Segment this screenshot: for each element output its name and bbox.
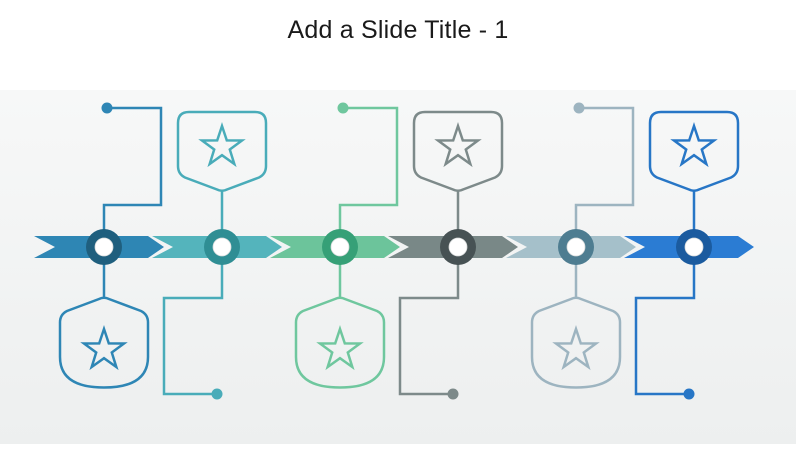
- elbow-connector-down: [634, 190, 696, 396]
- timeline-item-6: [624, 110, 754, 400]
- star-icon: [670, 122, 718, 168]
- milestone-center: [448, 237, 468, 257]
- connector-end-dot: [683, 388, 695, 400]
- page-title: Add a Slide Title - 1: [287, 16, 509, 44]
- elbow-connector-up: [574, 106, 635, 298]
- timeline-item-5: [506, 102, 636, 389]
- milestone-center: [212, 237, 232, 257]
- connector-end-dot: [211, 388, 223, 400]
- star-icon: [316, 325, 364, 371]
- connector-end-dot: [573, 102, 585, 114]
- elbow-connector-up: [102, 106, 163, 298]
- star-icon: [80, 325, 128, 371]
- timeline-item-3: [270, 102, 400, 389]
- timeline-item-2: [152, 110, 282, 400]
- timeline-item-1: [34, 102, 164, 389]
- star-badge: [412, 110, 504, 192]
- star-badge: [176, 110, 268, 192]
- connector-end-dot: [447, 388, 459, 400]
- milestone-center: [684, 237, 704, 257]
- elbow-connector-up: [338, 106, 399, 298]
- connector-end-dot: [337, 102, 349, 114]
- elbow-connector-down: [162, 190, 224, 396]
- elbow-connector-down: [398, 190, 460, 396]
- star-badge: [294, 296, 386, 389]
- star-icon: [434, 122, 482, 168]
- milestone-center: [330, 237, 350, 257]
- star-badge: [648, 110, 740, 192]
- star-badge: [530, 296, 622, 389]
- star-icon: [552, 325, 600, 371]
- timeline-item-4: [388, 110, 518, 400]
- connector-end-dot: [101, 102, 113, 114]
- star-icon: [198, 122, 246, 168]
- milestone-center: [94, 237, 114, 257]
- star-badge: [58, 296, 150, 389]
- milestone-center: [566, 237, 586, 257]
